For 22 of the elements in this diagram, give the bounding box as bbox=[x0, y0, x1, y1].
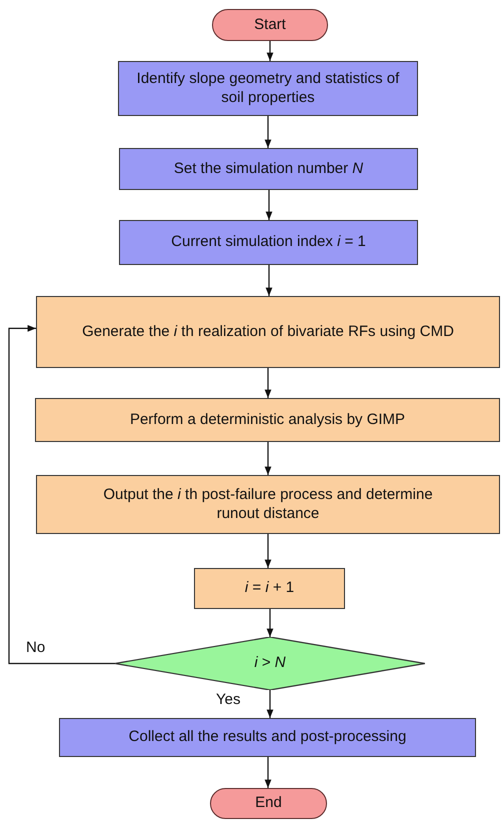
arrow bbox=[266, 609, 274, 637]
arrow bbox=[266, 190, 272, 220]
arrow bbox=[8, 325, 115, 664]
process-box: Identify slope geometry and statistics of soil properties bbox=[118, 61, 418, 116]
terminal-box: End bbox=[210, 788, 327, 819]
process-box: Generate the i th realization of bivariate RFs using CMD bbox=[36, 296, 500, 368]
process-box: Current simulation index i = 1 bbox=[119, 220, 418, 265]
process-box: Set the simulation number N bbox=[119, 148, 418, 190]
arrow bbox=[264, 534, 272, 568]
arrow bbox=[266, 690, 274, 718]
process-box: Collect all the results and post-processing bbox=[59, 718, 476, 757]
process-box: Output the i th post-failure process and determine runout distance bbox=[36, 475, 500, 534]
arrow bbox=[264, 442, 272, 475]
arrow bbox=[266, 265, 272, 296]
process-box: Perform a deterministic analysis by GIMP bbox=[35, 398, 500, 442]
decision-diamond: i > N bbox=[115, 637, 425, 690]
arrow bbox=[264, 757, 272, 788]
arrow bbox=[264, 368, 272, 398]
arrow bbox=[264, 116, 272, 148]
process-box: i = i + 1 bbox=[194, 568, 345, 609]
arrow bbox=[266, 41, 274, 61]
terminal-box: Start bbox=[212, 9, 328, 41]
